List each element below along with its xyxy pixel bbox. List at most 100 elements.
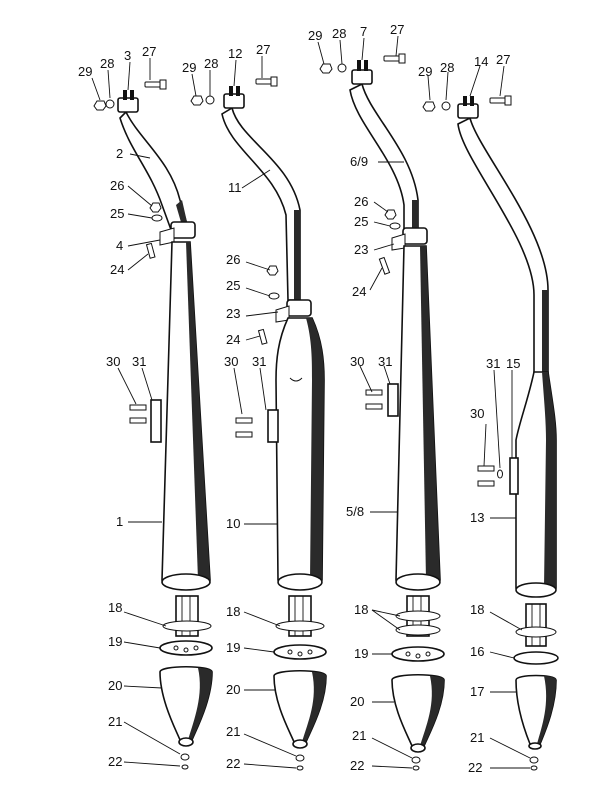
tail-cone-1-shade (188, 668, 212, 740)
flange-3-top (357, 60, 361, 71)
label-29-col3: 29 (308, 28, 322, 43)
exhaust-assembly-1 (93, 79, 213, 770)
label-20-col2: 20 (226, 682, 240, 697)
label-1-col1: 1 (116, 514, 123, 529)
bolt-27-1 (144, 81, 162, 88)
washer-25-1 (151, 214, 163, 222)
label-31-col2: 31 (252, 354, 266, 369)
part-labels: 29 28 3 27 2 26 25 4 24 30 31 1 18 19 20… (78, 22, 520, 775)
label-23-col3: 23 (354, 242, 368, 257)
clamp-3 (402, 227, 428, 245)
washer-28-1 (105, 99, 115, 109)
bracket-4 (509, 457, 519, 495)
bolt-27-2-head (270, 76, 278, 87)
label-4-col1: 4 (116, 238, 123, 253)
exhaust-assembly-3 (319, 53, 445, 771)
flange-1-top-b (130, 90, 134, 100)
bracket-1 (150, 399, 162, 443)
label-19-col1: 19 (108, 634, 122, 649)
label-30-col2: 30 (224, 354, 238, 369)
bracket-2-bolt-b (235, 431, 253, 438)
label-30-col1: 30 (106, 354, 120, 369)
label-31-col4: 31 (486, 356, 500, 371)
flange-4-top-b (470, 96, 474, 106)
label-18-col1: 18 (108, 600, 122, 615)
exhaust-assembly-2 (190, 76, 327, 771)
label-29-col2: 29 (182, 60, 196, 75)
flange-2 (223, 93, 245, 109)
label-22-col3: 22 (350, 758, 364, 773)
label-7-col3: 7 (360, 24, 367, 39)
label-31-col1: 31 (132, 354, 146, 369)
label-12-col2: 12 (228, 46, 242, 61)
bracket-4-bolt-a (477, 465, 495, 472)
bracket-1-bolt-a (129, 404, 147, 411)
disc-19-3-hole-a (405, 651, 411, 657)
nut-29-2 (190, 95, 204, 106)
label-28-col1: 28 (100, 56, 114, 71)
flange-3 (351, 69, 373, 85)
part-22-4 (530, 765, 538, 771)
tail-cone-1-mouth (178, 737, 194, 747)
part-22-1 (181, 764, 189, 770)
label-20-col3: 20 (350, 694, 364, 709)
label-28-col2: 28 (204, 56, 218, 71)
ring-18-1 (162, 620, 212, 632)
disc-19-3-hole-c (425, 651, 431, 657)
label-22-col4: 22 (468, 760, 482, 775)
label-23-col2: 23 (226, 306, 240, 321)
nut-29-1 (93, 100, 107, 111)
disc-16-4 (513, 651, 559, 665)
label-25-col1: 25 (110, 206, 124, 221)
clamp-1 (170, 221, 196, 239)
flange-2-top-b (236, 86, 240, 96)
label-27-col2: 27 (256, 42, 270, 57)
flange-3-top-b (364, 60, 368, 71)
bracket-3 (387, 383, 399, 417)
disc-19-2-hole-b (297, 651, 303, 657)
muffler-1-end (161, 573, 211, 591)
label-22-col2: 22 (226, 756, 240, 771)
label-6-9-col3: 6/9 (350, 154, 368, 169)
label-21-col2: 21 (226, 724, 240, 739)
label-28-col3: 28 (332, 26, 346, 41)
part-21-1 (180, 753, 190, 761)
label-16-col4: 16 (470, 644, 484, 659)
label-27-col1: 27 (142, 44, 156, 59)
bolt-27-1-head (159, 79, 167, 90)
disc-19-2-hole-a (287, 649, 293, 655)
bolt-27-2 (255, 78, 273, 85)
bracket-2 (267, 409, 279, 443)
label-27-col4: 27 (496, 52, 510, 67)
label-10-col2: 10 (226, 516, 240, 531)
label-19-col3: 19 (354, 646, 368, 661)
tail-cone-4-mouth (528, 742, 542, 750)
part-22-2 (296, 765, 304, 771)
part-22-3 (412, 765, 420, 771)
bolt-24-2 (257, 328, 268, 345)
label-27-col3: 27 (390, 22, 404, 37)
header-pipe-2-shade (294, 210, 300, 300)
tail-cone-4-shade (537, 676, 556, 744)
nut-26-1 (149, 202, 162, 213)
nut-29-4 (422, 101, 436, 112)
washer-28-2 (205, 95, 215, 105)
tail-cone-3-mouth (410, 743, 426, 753)
flange-4 (457, 103, 479, 119)
label-18-col3: 18 (354, 602, 368, 617)
bolt-27-4 (489, 97, 507, 104)
label-18-col4: 18 (470, 602, 484, 617)
label-26-col2: 26 (226, 252, 240, 267)
header-pipe-4 (457, 116, 549, 381)
label-31-col3: 31 (378, 354, 392, 369)
ring-18-3 (395, 610, 441, 622)
part-21-2 (295, 754, 305, 762)
bracket-2-bolt-a (235, 417, 253, 424)
muffler-1-shade (186, 242, 210, 580)
disc-19-1-hole-b (183, 647, 189, 653)
label-30-col3: 30 (350, 354, 364, 369)
washer-25-2 (268, 292, 280, 300)
flange-1-top (123, 90, 127, 100)
bracket-1-bolt-b (129, 417, 147, 424)
bracket-4-bolt-b (477, 480, 495, 487)
